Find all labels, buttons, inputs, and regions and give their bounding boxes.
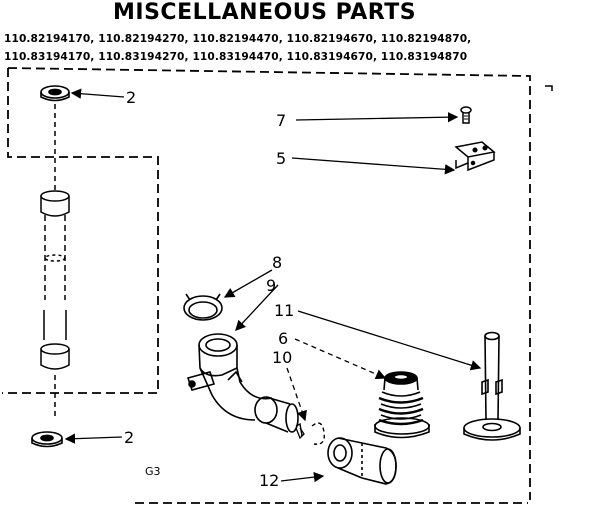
- washer-top-part: [40, 85, 70, 102]
- hose-assembly-part: [40, 104, 70, 420]
- bracket-part: [454, 141, 496, 172]
- callout-6: 6: [278, 329, 288, 348]
- callout-8: 8: [272, 253, 282, 272]
- figure-code: G3: [145, 465, 161, 478]
- leader-2-bottom: [64, 433, 123, 444]
- callout-7: 7: [276, 111, 286, 130]
- callout-9: 9: [266, 276, 276, 295]
- callout-2-bottom: 2: [124, 428, 134, 447]
- leader-7: [295, 111, 459, 123]
- straight-hose-part: [327, 437, 397, 485]
- page-title: MISCELLANEOUS PARTS: [113, 0, 417, 25]
- bellows-part: [374, 371, 430, 439]
- elbow-hose-part: [186, 333, 305, 440]
- leader-8: [223, 269, 273, 298]
- small-clamp-part: [295, 422, 325, 445]
- leader-5: [291, 157, 456, 175]
- leader-6: [294, 338, 387, 380]
- callout-12: 12: [259, 471, 279, 490]
- foot-post-part: [463, 331, 521, 441]
- leader-10: [286, 367, 307, 422]
- model-numbers-line-1: 110.82194170, 110.82194270, 110.82194470…: [4, 33, 472, 45]
- boundary-frame: [2, 67, 531, 504]
- model-numbers-line-2: 110.83194170, 110.83194270, 110.83194470…: [4, 51, 468, 63]
- leader-9: [235, 284, 279, 331]
- clamp-ring-part: [183, 293, 223, 321]
- leader-12: [280, 471, 325, 483]
- callout-2-top: 2: [126, 88, 136, 107]
- washer-bottom-part: [31, 431, 63, 448]
- leader-2-top: [70, 88, 125, 99]
- callout-11: 11: [274, 301, 294, 320]
- screw-part: [460, 106, 472, 124]
- frame-corner-mark: [545, 85, 553, 91]
- callout-10: 10: [272, 348, 292, 367]
- callout-5: 5: [276, 149, 286, 168]
- leader-11: [297, 310, 482, 371]
